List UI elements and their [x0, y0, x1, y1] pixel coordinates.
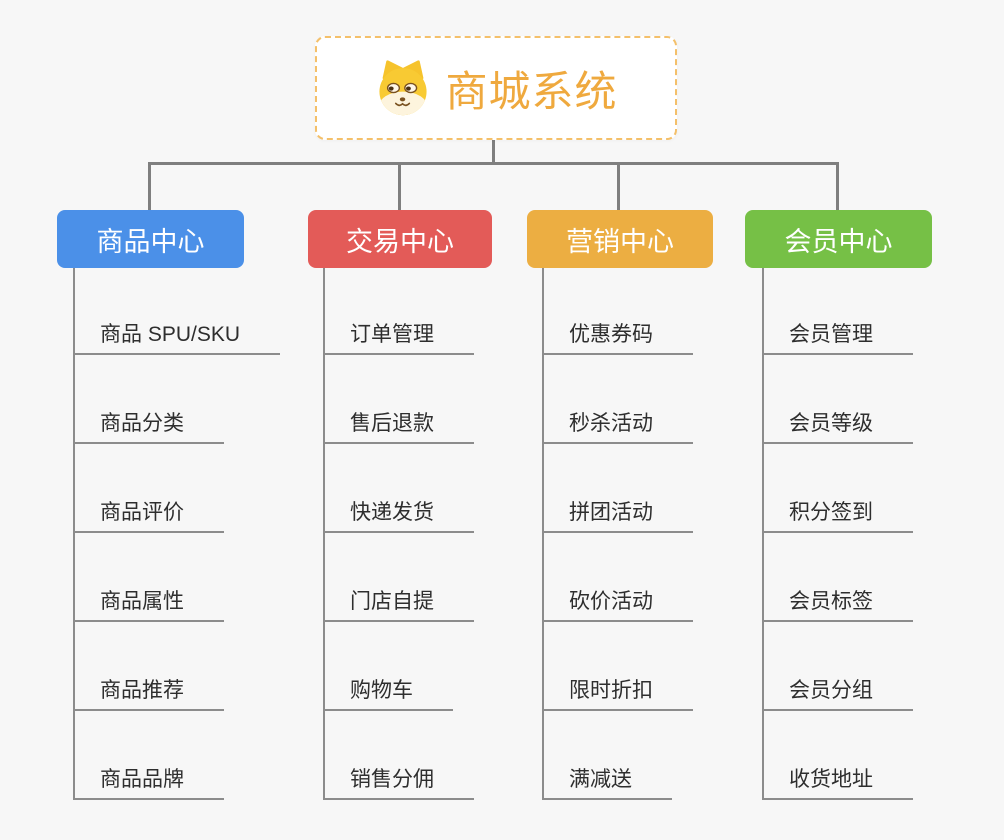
- child-topic[interactable]: 商品评价: [73, 495, 224, 533]
- child-topic[interactable]: 商品属性: [73, 584, 224, 622]
- connector-horizontal-rail: [148, 162, 839, 165]
- child-topic[interactable]: 商品 SPU/SKU: [73, 317, 281, 355]
- branch-topic-marketing[interactable]: 营销中心: [527, 210, 713, 268]
- root-topic[interactable]: 商城系统: [315, 36, 677, 140]
- connector-drop-products: [148, 162, 151, 210]
- connector-drop-trade: [398, 162, 401, 210]
- child-topic[interactable]: 商品分类: [73, 406, 224, 444]
- child-topic[interactable]: 销售分佣: [323, 762, 474, 800]
- child-topic[interactable]: 门店自提: [323, 584, 474, 622]
- branch-children-products: 商品 SPU/SKU 商品分类 商品评价 商品属性 商品推荐 商品品牌: [73, 268, 303, 808]
- child-topic[interactable]: 秒杀活动: [542, 406, 693, 444]
- child-topic[interactable]: 会员分组: [762, 673, 913, 711]
- root-topic-label: 商城系统: [445, 67, 618, 115]
- child-topic[interactable]: 购物车: [323, 673, 453, 711]
- dog-face-icon: [379, 60, 428, 116]
- child-topic[interactable]: 积分签到: [762, 495, 913, 533]
- branch-children-trade: 订单管理 售后退款 快递发货 门店自提 购物车 销售分佣: [323, 268, 553, 808]
- child-topic[interactable]: 商品品牌: [73, 762, 224, 800]
- branch-topic-members[interactable]: 会员中心: [745, 210, 932, 268]
- child-topic[interactable]: 订单管理: [323, 317, 474, 355]
- branch-children-members: 会员管理 会员等级 积分签到 会员标签 会员分组 收货地址: [762, 268, 992, 808]
- branch-children-marketing: 优惠券码 秒杀活动 拼团活动 砍价活动 限时折扣 满减送: [542, 268, 772, 808]
- child-topic[interactable]: 会员等级: [762, 406, 913, 444]
- child-topic[interactable]: 拼团活动: [542, 495, 693, 533]
- connector-root-stem: [492, 140, 495, 164]
- child-topic[interactable]: 售后退款: [323, 406, 474, 444]
- child-topic[interactable]: 会员标签: [762, 584, 913, 622]
- child-topic[interactable]: 会员管理: [762, 317, 913, 355]
- child-topic[interactable]: 满减送: [542, 762, 672, 800]
- branch-topic-products[interactable]: 商品中心: [57, 210, 244, 268]
- child-topic[interactable]: 收货地址: [762, 762, 913, 800]
- child-topic[interactable]: 商品推荐: [73, 673, 224, 711]
- child-topic[interactable]: 优惠券码: [542, 317, 693, 355]
- branch-topic-trade[interactable]: 交易中心: [308, 210, 492, 268]
- child-topic[interactable]: 砍价活动: [542, 584, 693, 622]
- connector-drop-members: [836, 162, 839, 210]
- child-topic[interactable]: 快递发货: [323, 495, 474, 533]
- connector-drop-marketing: [617, 162, 620, 210]
- child-topic[interactable]: 限时折扣: [542, 673, 693, 711]
